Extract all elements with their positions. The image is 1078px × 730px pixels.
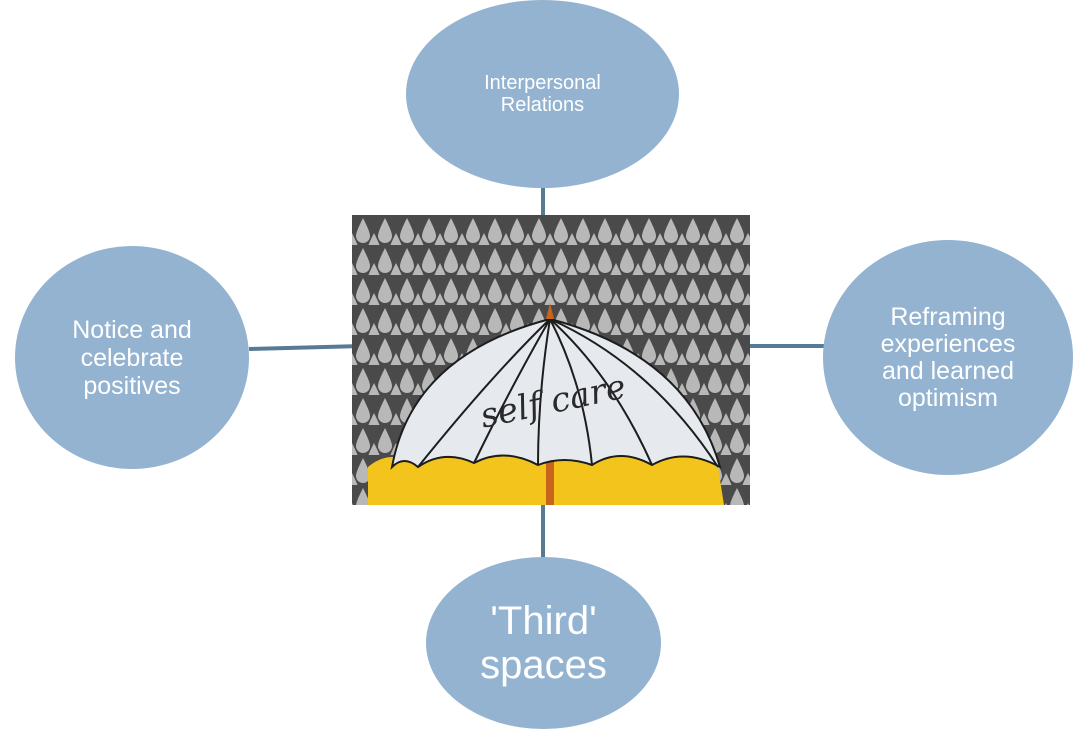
- node-right-line3: and learned: [881, 356, 1015, 385]
- node-left-line2: celebrate: [80, 343, 184, 372]
- connector-bottom: [541, 504, 545, 558]
- node-notice-celebrate-positives: Notice and celebrate positives: [15, 246, 249, 469]
- node-bottom-line2: spaces: [480, 643, 607, 687]
- node-left-line3: positives: [83, 371, 181, 400]
- node-reframing-experiences: Reframing experiences and learned optimi…: [823, 240, 1073, 475]
- self-care-umbrella-image: self care: [352, 215, 750, 505]
- node-interpersonal-relations: Interpersonal Relations: [406, 0, 679, 188]
- node-left-line1: Notice and: [72, 315, 192, 344]
- connector-right: [749, 344, 825, 348]
- node-right-line4: optimism: [897, 383, 998, 412]
- node-top-line1: Interpersonal: [484, 71, 601, 94]
- node-bottom-line1: 'Third': [490, 599, 597, 643]
- node-right-line2: experiences: [880, 329, 1016, 358]
- node-top-line2: Relations: [500, 94, 585, 116]
- connector-top: [541, 188, 545, 216]
- node-right-line1: Reframing: [890, 302, 1006, 331]
- connector-left: [248, 344, 354, 351]
- node-third-spaces: 'Third' spaces: [426, 557, 661, 729]
